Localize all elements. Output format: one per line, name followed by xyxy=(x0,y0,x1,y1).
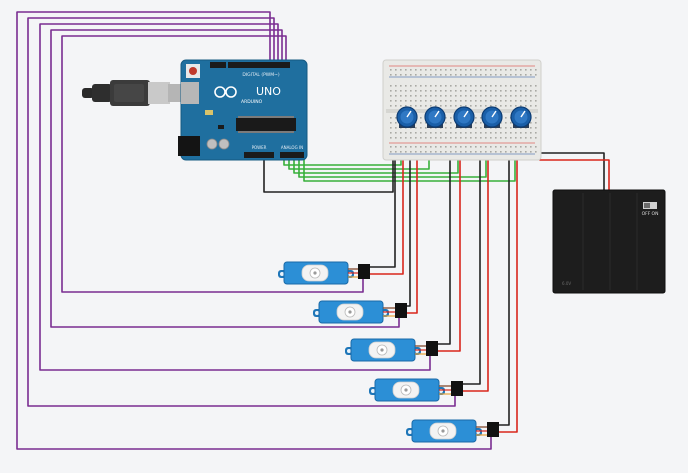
arduino-uno-board[interactable]: DIGITAL (PWM~) UNO ARDUINO POWER ANALOG … xyxy=(178,59,308,161)
battery-off-label: OFF xyxy=(642,211,651,217)
power-pin-header xyxy=(244,152,274,158)
analog-wire[interactable] xyxy=(293,150,459,174)
arduino-ground-wire[interactable] xyxy=(263,150,394,193)
servo-connector[interactable] xyxy=(487,422,499,437)
reset-button[interactable] xyxy=(189,67,197,75)
servo-power-wire[interactable] xyxy=(405,150,418,314)
power-label: POWER xyxy=(252,145,267,150)
servo-connector[interactable] xyxy=(395,303,407,318)
servo-power-wire[interactable] xyxy=(497,150,518,433)
usb-port xyxy=(181,82,199,104)
servo-motor[interactable] xyxy=(369,378,463,402)
servo-power-wire[interactable] xyxy=(461,150,489,392)
potentiometer[interactable] xyxy=(481,106,503,128)
usb-cable xyxy=(82,80,186,106)
servos xyxy=(278,261,499,443)
battery-voltage-label: 6.0V xyxy=(562,281,571,286)
servo-ground-wire[interactable] xyxy=(436,150,451,345)
servo-connector[interactable] xyxy=(358,264,370,279)
potentiometer[interactable] xyxy=(424,106,446,128)
analog-pin-header xyxy=(280,152,304,158)
battery-pack[interactable]: OFF ON 6.0V xyxy=(552,189,666,294)
servo-connector[interactable] xyxy=(451,381,463,396)
arduino-model-label: UNO xyxy=(256,85,281,98)
servo-ground-wire[interactable] xyxy=(461,150,481,385)
servo-power-wire[interactable] xyxy=(436,150,461,352)
atmega-chip xyxy=(236,118,296,131)
signal-wire[interactable] xyxy=(61,35,364,293)
servo-ground-wire[interactable] xyxy=(368,150,396,268)
servo-motor[interactable] xyxy=(313,300,407,324)
arduino-brand-label: ARDUINO xyxy=(241,99,263,105)
battery-ground-wire[interactable] xyxy=(536,152,605,190)
analog-label: ANALOG IN xyxy=(281,145,303,150)
arduino-logo xyxy=(214,86,237,98)
servo-motor[interactable] xyxy=(406,419,499,443)
digital-header-label: DIGITAL (PWM~) xyxy=(242,72,280,78)
servo-motor[interactable] xyxy=(345,338,438,362)
servo-ground-wire[interactable] xyxy=(497,150,510,426)
potentiometer[interactable] xyxy=(396,106,418,128)
potentiometers xyxy=(396,106,532,128)
digital-pin-header xyxy=(228,62,290,68)
servo-connector[interactable] xyxy=(426,341,438,356)
servo-motor[interactable] xyxy=(278,261,370,285)
power-jack xyxy=(178,136,200,156)
servo-power-wire[interactable] xyxy=(368,150,404,275)
potentiometer[interactable] xyxy=(453,106,475,128)
signal-wire[interactable] xyxy=(16,11,492,450)
battery-on-label: ON xyxy=(652,211,659,217)
potentiometer[interactable] xyxy=(510,106,532,128)
signal-wire[interactable] xyxy=(27,17,456,407)
